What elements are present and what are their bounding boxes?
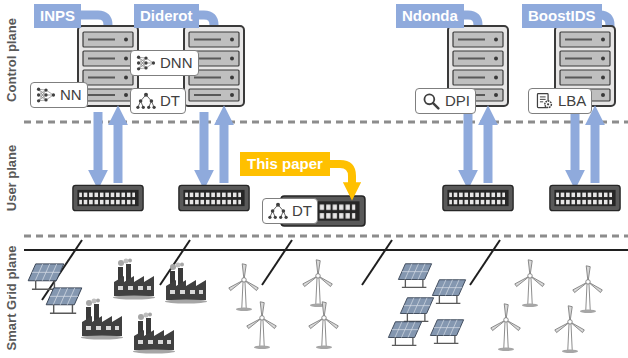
paper-tag: This paper bbox=[240, 152, 330, 176]
method-icon bbox=[136, 54, 156, 72]
server-node: NdondaDPI bbox=[392, 4, 514, 120]
method-icon bbox=[421, 92, 441, 110]
method-icon bbox=[136, 92, 156, 110]
loop-arrow bbox=[330, 164, 352, 184]
method-label: DNN bbox=[160, 54, 193, 72]
server-node: DiderotDNN DT bbox=[128, 4, 250, 120]
plane-separator bbox=[24, 122, 628, 236]
plane-label: Control plane bbox=[4, 18, 19, 102]
server-label: BoostIDS bbox=[522, 4, 602, 28]
solar-panel bbox=[28, 264, 465, 346]
method-icon bbox=[534, 92, 554, 110]
method-icon bbox=[268, 202, 288, 220]
server-node: BoostIDS LBA bbox=[516, 4, 626, 120]
paper-label: This paper bbox=[240, 152, 330, 176]
method-label: DPI bbox=[445, 92, 470, 110]
factory-icon bbox=[81, 259, 207, 354]
switch-icon bbox=[73, 185, 620, 226]
method-box: DT bbox=[130, 88, 186, 114]
server-label: Diderot bbox=[134, 4, 199, 28]
switch-node: DT bbox=[262, 192, 366, 230]
method-label: DT bbox=[160, 92, 180, 110]
wind-turbine bbox=[229, 260, 602, 353]
method-box: DNN bbox=[130, 50, 199, 76]
method-label: DT bbox=[292, 202, 312, 220]
method-label: LBA bbox=[558, 92, 586, 110]
server-label: Ndonda bbox=[396, 4, 464, 28]
method-box: DPI bbox=[415, 88, 476, 114]
method-box: LBA bbox=[528, 88, 592, 114]
plane-label: Smart Grid plane bbox=[4, 246, 19, 351]
method-label: NN bbox=[60, 86, 82, 104]
power-line bbox=[24, 240, 628, 300]
method-icon bbox=[36, 86, 56, 104]
method-box: NN bbox=[30, 82, 88, 108]
plane-label: User plane bbox=[4, 145, 19, 211]
server-label: INPS bbox=[34, 4, 81, 28]
control-arrow bbox=[98, 112, 595, 183]
method-box: DT bbox=[262, 198, 318, 224]
